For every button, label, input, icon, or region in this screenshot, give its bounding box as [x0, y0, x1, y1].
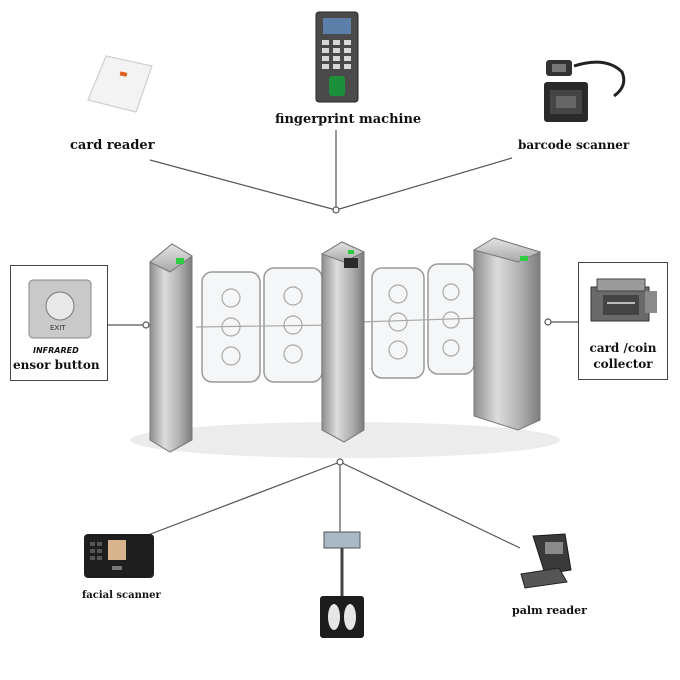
facial-scanner-device — [82, 530, 156, 580]
palm-reader-device — [515, 530, 575, 594]
barcode-scanner-device — [536, 52, 636, 132]
exit-button-icon — [28, 279, 92, 339]
exit-button-text: EXIT — [50, 324, 66, 332]
card-coin-collector-label-line1: card /coin — [589, 341, 657, 355]
fingerprint-machine-device — [314, 10, 360, 104]
foot-plate-tester-icon — [320, 531, 364, 638]
card-reader-icon — [87, 55, 153, 113]
junction-dot-bottom — [336, 458, 344, 466]
card-reader-device — [80, 48, 160, 118]
infrared-tag: INFRARED — [33, 346, 79, 355]
facial-scanner-label: facial scanner — [82, 590, 161, 601]
junction-dot-left — [142, 321, 150, 329]
sensor-button-label: ensor button — [13, 358, 100, 372]
card-reader-label: card reader — [70, 138, 155, 153]
facial-scanner-icon — [84, 534, 154, 578]
barcode-scanner-label: barcode scanner — [518, 138, 630, 152]
sensor-button-box: EXIT INFRARED ensor button — [10, 265, 108, 381]
card-coin-collector-label-line2: collector — [593, 357, 653, 371]
foot-tester-device — [312, 526, 372, 642]
card-coin-collector-box: card /coin collector — [578, 262, 668, 380]
palm-reader-icon — [520, 533, 572, 589]
palm-reader-label: palm reader — [512, 604, 587, 617]
fingerprint-machine-icon — [315, 11, 359, 103]
barcode-scanner-icon — [544, 60, 626, 122]
card-coin-collector-icon — [590, 278, 657, 322]
junction-dot-right — [544, 318, 552, 326]
junction-dot-top — [332, 206, 340, 214]
fingerprint-machine-label: fingerprint machine — [275, 112, 422, 127]
